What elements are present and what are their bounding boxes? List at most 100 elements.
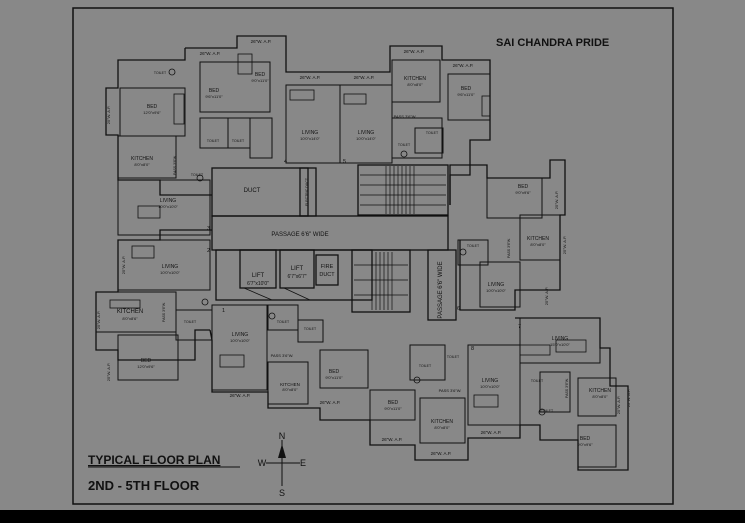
lift-2-label: LIFT [291, 266, 304, 272]
floor-plan-drawing: DUCT ELECTRIC DUCT PASSAGE 6'6" WIDE PAS… [72, 7, 674, 505]
living-size: 10'0"x10'0" [230, 338, 250, 343]
ap-label: 26"W. A.P. [431, 451, 452, 456]
living-label: LIVING [358, 130, 375, 136]
toilet-label: TOILET [426, 131, 439, 135]
bed-size: 9'0"x11'0" [251, 78, 269, 83]
living-size: 10'0"x14'0" [300, 136, 320, 141]
bed-size: 9'6"x11'0" [205, 94, 223, 99]
toilet-label: TOILET [531, 379, 544, 383]
pass-label: PASS 3'6"W. [394, 114, 417, 119]
toilet-label: TOILET [277, 320, 290, 324]
project-title: SAI CHANDRA PRIDE [496, 37, 609, 49]
bed-label: BED [329, 369, 340, 375]
bed-label: BED [209, 88, 220, 94]
living-label: LIVING [302, 130, 319, 136]
bed-size: 12'0"x9'6" [137, 364, 155, 369]
lift-1 [239, 249, 277, 289]
toilet-labels: TOILET TOILET TOILET TOILET TOILET TOILE… [154, 71, 554, 413]
ap-label: 26"W. A.P. [251, 39, 272, 44]
passage-side-label: PASSAGE 6'6" WIDE [438, 261, 444, 318]
ap-label: 25"W. A.P. [616, 396, 621, 414]
living-label: LIVING [482, 378, 499, 384]
ap-label: 26"W. A.P. [382, 437, 403, 442]
lift-1-size: 6'7"x10'0" [247, 281, 269, 287]
compass-s: S [279, 488, 285, 498]
bed-size: 12'0"x9'6" [143, 110, 161, 115]
kitchen-label: KITCHEN [280, 382, 300, 387]
bed-labels: BED 9'0"x11'0" BED 9'6"x11'0" BED 12'0"x… [137, 72, 593, 447]
stair-upper [357, 164, 449, 216]
pass-label: PASS 3'6"W. [173, 155, 177, 175]
kitchen-size: 8'0"x8'6" [122, 316, 138, 321]
flat-number: 3 [207, 226, 210, 232]
compass-n: N [279, 431, 286, 441]
fire-duct [315, 254, 339, 286]
bed-label: BED [580, 436, 591, 442]
flat-number: 5 [343, 159, 346, 165]
toilet-label: TOILET [184, 320, 197, 324]
ap-label: 25"W. A.P. [562, 236, 567, 254]
duct-label: DUCT [244, 188, 261, 194]
ap-label: 25"W. A.P. [626, 389, 631, 407]
flat-numbers: 1 2 3 4 5 6 7 8 [207, 159, 521, 352]
toilet-label: TOILET [541, 409, 554, 413]
kitchen-label: KITCHEN [117, 309, 143, 315]
compass-rose: N S W E [258, 431, 306, 498]
bed-label: BED [255, 72, 266, 78]
electric-duct-label: ELECTRIC DUCT [305, 177, 309, 206]
living-size: 15'0"x10'0" [550, 342, 570, 347]
ap-labels: 26"W. A.P. 26"W. A.P. 26"W. A.P. 26"W. A… [96, 39, 631, 456]
flat-number: 8 [471, 346, 474, 352]
living-label: LIVING [552, 336, 569, 342]
ap-label: 26"W. A.P. [453, 63, 474, 68]
central-core [211, 164, 457, 321]
ap-label: 25"W. A.P. [106, 363, 111, 381]
kitchen-size: 8'0"x8'0" [592, 394, 608, 399]
passage-main [211, 215, 449, 251]
toilet-label: TOILET [398, 143, 411, 147]
living-label: LIVING [162, 264, 179, 270]
flat-number: 7 [518, 324, 521, 330]
living-size: 10'0"x14'0" [356, 136, 376, 141]
toilet-label: TOILET [207, 139, 220, 143]
kitchen-label: KITCHEN [404, 76, 426, 82]
kitchen-label: KITCHEN [589, 388, 611, 394]
pass-label: PASS 3'6"W. [271, 353, 294, 358]
living-label: LIVING [488, 282, 505, 288]
kitchen-label: KITCHEN [431, 419, 453, 425]
kitchen-label: KITCHEN [527, 236, 549, 242]
ap-label: 25"W. A.P. [544, 287, 549, 305]
ap-label: 25"W. A.P. [106, 106, 111, 124]
bed-label: BED [461, 86, 472, 92]
toilet-label: TOILET [447, 355, 460, 359]
pass-label: PASS 3'6"W. [162, 302, 166, 322]
north-arrow-icon [278, 444, 286, 458]
ap-label: 25"W. A.P. [121, 256, 126, 274]
fire-duct-label-1: FIRE [321, 264, 334, 270]
bed-label: BED [141, 358, 152, 364]
bed-size: 9'0"x9'6" [515, 190, 531, 195]
living-label: LIVING [232, 332, 249, 338]
passage-side [427, 249, 457, 321]
living-size: 10'0"x10'0" [486, 288, 506, 293]
ap-label: 26"W. A.P. [404, 49, 425, 54]
lift-1-label: LIFT [252, 273, 265, 279]
bed-size: 9'0"x11'0" [325, 375, 343, 380]
lift-cross-marks [243, 287, 311, 301]
living-size: 10'0"x10'0" [158, 204, 178, 209]
flat-number: 2 [207, 248, 210, 254]
kitchen-size: 8'0"x8'0" [407, 82, 423, 87]
toilet-label: TOILET [419, 364, 432, 368]
drawing-sheet: DUCT ELECTRIC DUCT PASSAGE 6'6" WIDE PAS… [0, 0, 745, 510]
bed-size: 9'0"x11'0" [384, 406, 402, 411]
bed-label: BED [388, 400, 399, 406]
toilet-label: TOILET [304, 327, 317, 331]
kitchen-size: 8'0"x8'0" [134, 162, 150, 167]
kitchen-size: 8'0"x8'0" [530, 242, 546, 247]
pass-label: PASS 3'6"W. [439, 388, 462, 393]
living-labels: LIVING 10'0"x14'0" LIVING 10'0"x14'0" LI… [158, 130, 570, 389]
ap-label: 25"W. A.P. [554, 191, 559, 209]
ap-label: 25"W. A.P. [96, 311, 101, 329]
kitchen-size: 8'0"x8'0" [434, 425, 450, 430]
kitchen-size: 8'0"x8'0" [282, 387, 298, 392]
